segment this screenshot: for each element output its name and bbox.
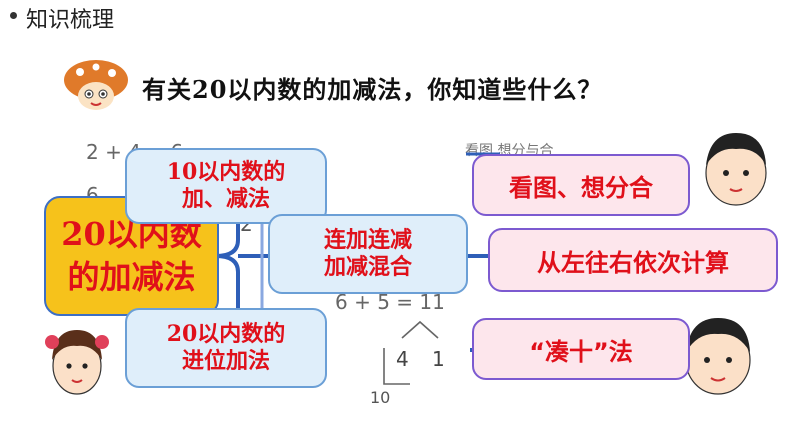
tip-look-and-split: 看图、想分合 xyxy=(472,154,690,216)
branch-20-carry-addition: 20以内数的 进位加法 xyxy=(125,308,327,388)
page-title: 知识梳理 xyxy=(26,8,115,33)
background-equation: 6 + 5 = 11 xyxy=(335,290,445,314)
branch-chain-line1: 连加连减 xyxy=(323,227,412,253)
branch-chain-operations: 连加连减 加减混合 xyxy=(268,214,468,294)
girl-avatar-icon xyxy=(45,330,109,395)
tip-make-ten-method: “凑十”法 xyxy=(472,318,690,380)
branch-10-line2: 加、减法 xyxy=(181,186,270,212)
branch-10-line1: 10以内数的 xyxy=(166,158,286,185)
number-split-diagram: 4 1 xyxy=(383,320,445,385)
split-right-value: 1 xyxy=(432,347,445,371)
branch-10-addition-subtraction: 10以内数的 加、减法 xyxy=(125,148,327,224)
root-topic-line2: 的加减法 xyxy=(67,258,196,296)
branch-chain-line2: 加减混合 xyxy=(323,255,412,280)
tip-left-to-right: 从左往右依次计算 xyxy=(488,228,778,292)
split-left-value: 4 xyxy=(396,347,409,371)
background-sum: 10 xyxy=(370,388,391,407)
boy-avatar-icon xyxy=(685,318,751,395)
bullet-icon xyxy=(10,12,17,19)
boy-avatar-icon xyxy=(705,133,767,206)
branch-20-line1: 20以内数的 xyxy=(166,320,286,347)
branch-20-line2: 进位加法 xyxy=(181,348,270,374)
question-text: 有关20以内数的加减法，你知道些什么？ xyxy=(142,75,603,104)
mushroom-mascot-icon xyxy=(64,60,128,110)
